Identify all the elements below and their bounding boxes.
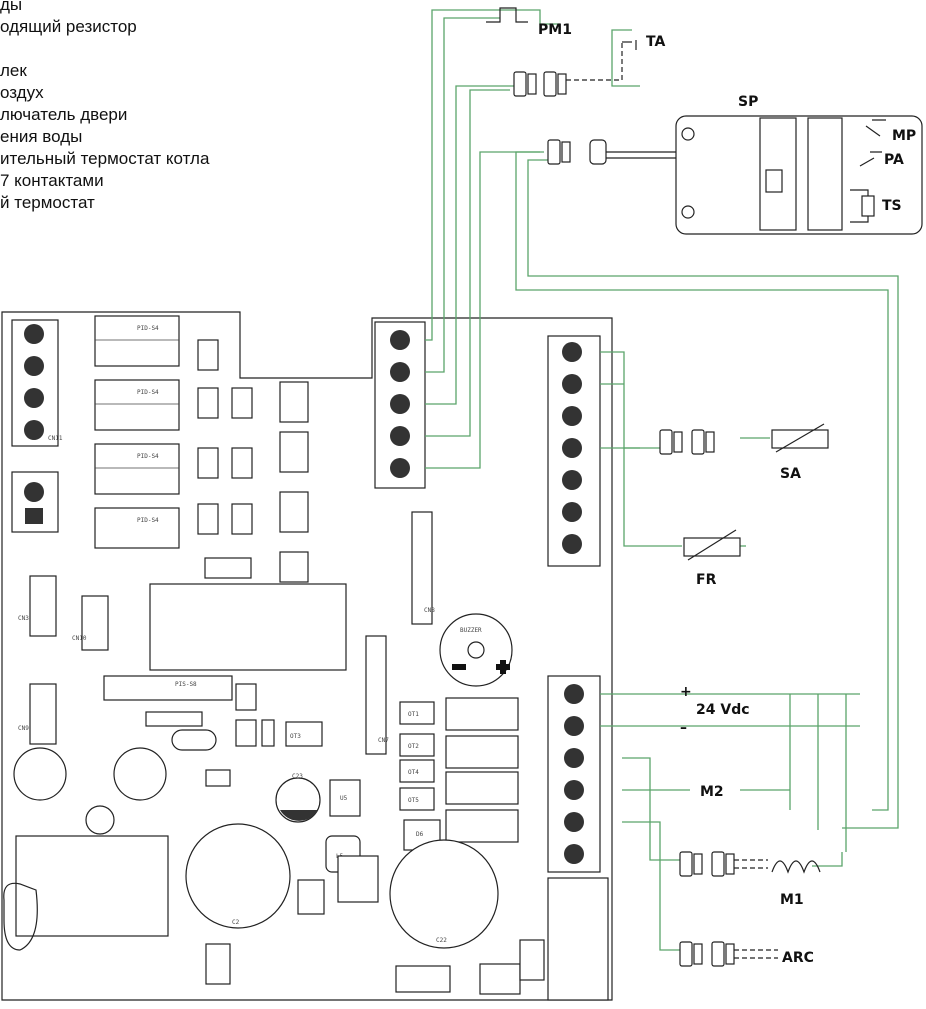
buzzer-label: BUZZER [460,627,482,634]
legend-item: ительный термостат котла [0,149,210,168]
mp-label: MP [892,128,916,144]
legend-item: ения воды [0,127,83,146]
cn3-label: CN3 [18,615,29,622]
capacitor-c22 [389,839,499,949]
fr-sensor: FR [683,529,741,588]
connector-6pin [547,675,601,873]
sp-label: SP [738,94,758,110]
pm1-label: PM1 [538,22,572,38]
legend-list: ды одящий резистор лек оздух лючатель дв… [0,0,209,214]
relay-label: PID-S4 [137,389,159,396]
relay-label: PID-S4 [137,325,159,332]
cn11-label: CN11 [48,435,63,442]
m1-label: M1 [780,892,804,908]
legend-item [0,38,209,60]
m1-motor: M1 [679,851,821,908]
connector-7pin [547,335,601,567]
fuse: PIS-S8 [103,675,233,751]
plus-label: + [680,684,692,700]
c2-label: C2 [232,919,240,926]
buzzer: BUZZER [439,613,513,687]
legend-item: лек [0,61,27,80]
sp-plug [547,139,676,165]
pm1-switch: PM1 [486,7,572,38]
capacitors-left [3,747,169,951]
minus-label: – [680,720,687,736]
ot5-label: OT5 [408,797,419,804]
ot4-label: OT4 [408,769,419,776]
arc-electrode: ARC [679,941,814,967]
connector-cn9: CN9 [18,683,57,745]
sp-module: SP MP PA TS [675,94,923,235]
legend-item: ды [0,0,23,14]
capacitor-c2 [185,823,291,929]
m2-label: M2 [700,784,724,800]
vdc-label: 24 Vdc [696,702,750,718]
wires [425,9,899,951]
connector-cn3: CN3 [18,575,57,637]
connector-cn8: CN8 [411,511,435,625]
ot1-label: OT1 [408,711,419,718]
cn9-label: CN9 [18,725,29,732]
pa-label: PA [884,152,904,168]
ot2-label: OT2 [408,743,419,750]
fr-label: FR [696,572,717,588]
relay-label: PID-S4 [137,517,159,524]
sa-sensor: SA [659,423,829,482]
fuse-label: PIS-S8 [175,681,197,688]
ta-label: TA [646,34,665,50]
ts-label: TS [882,198,902,214]
ta-connector: TA [513,34,665,97]
cn8-label: CN8 [424,607,435,614]
legend-item: й термостат [0,193,95,212]
c23-label: C23 [292,773,303,780]
legend-item: одящий резистор [0,17,137,36]
relay-group: PID-S4 PID-S4 PID-S4 PID-S4 [94,315,180,549]
d6-label: D6 [416,831,424,838]
connector-cn7: CN7 [365,635,389,755]
cn7-label: CN7 [378,737,389,744]
sa-label: SA [780,466,801,482]
relay-label: PID-S4 [137,453,159,460]
connector-cn5 [374,321,426,489]
legend-item: 7 контактами [0,171,104,190]
arc-label: ARC [782,950,814,966]
legend-item: лючатель двери [0,105,128,124]
connector-cn10: CN10 [72,595,109,651]
optocouplers: OT1 OT2 OT4 OT5 [399,697,519,843]
ot3-label: OT3 [290,733,301,740]
cn10-label: CN10 [72,635,87,642]
legend-item: оздух [0,83,44,102]
connector-small [11,471,59,533]
smd-components [197,339,309,583]
u5-label: U5 [340,795,348,802]
c22-label: C22 [436,937,447,944]
circuit-board: CN11 PID-S4 PID-S4 PID-S4 PID-S4 [1,311,613,1001]
transformer [149,583,347,671]
connector-cn11: CN11 [11,319,63,447]
